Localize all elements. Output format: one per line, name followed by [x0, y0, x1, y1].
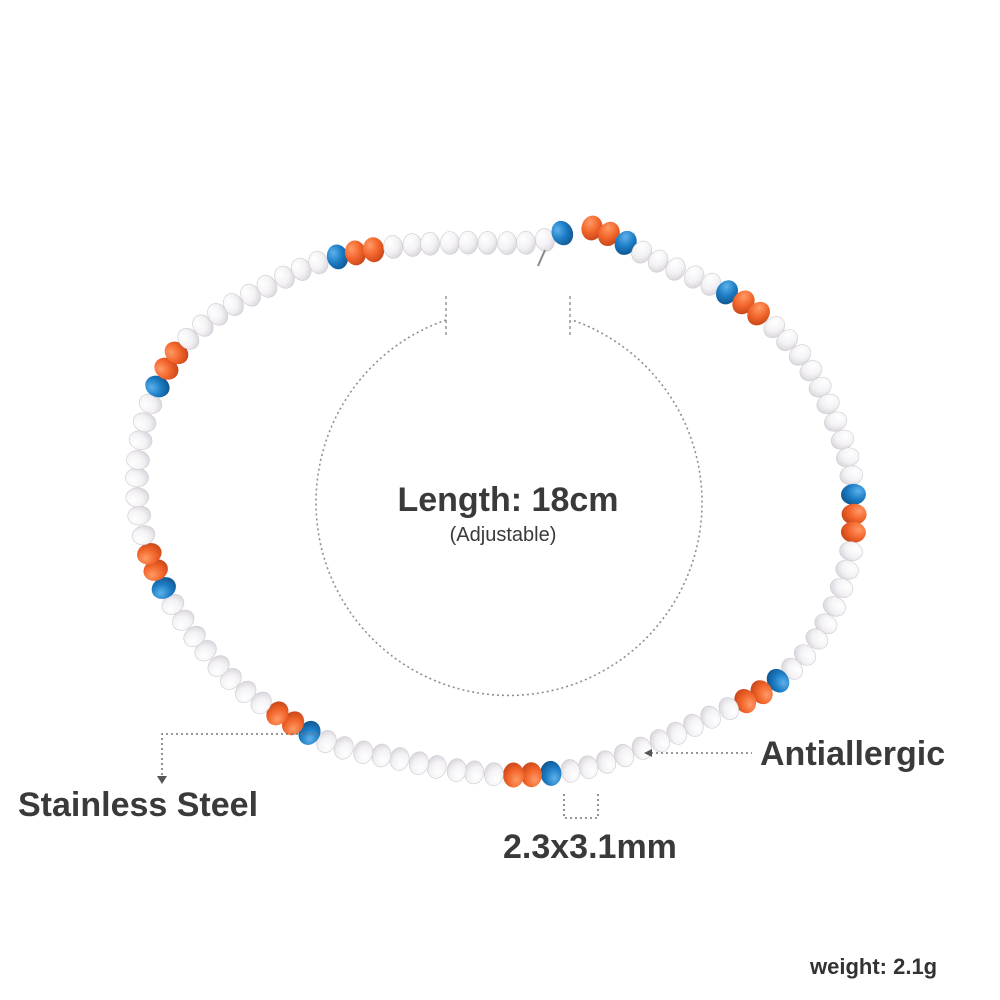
- feature-label: Antiallergic: [760, 735, 946, 773]
- bead-orange: [282, 711, 305, 736]
- bead-white: [371, 743, 392, 768]
- bead-orange: [363, 237, 385, 263]
- bead-white: [420, 232, 440, 256]
- bead-white: [402, 233, 423, 257]
- bead-white: [665, 257, 686, 281]
- bead-white: [132, 412, 157, 433]
- bead-blue: [841, 483, 866, 505]
- bead-orange: [840, 521, 866, 543]
- bead-white: [426, 755, 447, 779]
- bead-orange: [502, 762, 525, 788]
- material-label: Stainless Steel: [18, 786, 259, 824]
- bead-orange: [137, 542, 162, 565]
- bead-white: [718, 697, 739, 721]
- bead-white: [560, 759, 581, 783]
- bead-orange: [750, 680, 773, 705]
- bead-white: [131, 525, 156, 546]
- bead-orange: [841, 503, 867, 525]
- bead-orange: [747, 301, 770, 326]
- bead-size-label: 2.3x3.1mm: [503, 828, 677, 866]
- bead-white: [183, 625, 206, 647]
- bead-white: [824, 411, 848, 432]
- clasp-wire: [537, 249, 546, 267]
- bead-white: [207, 655, 230, 677]
- bead-white: [223, 293, 244, 316]
- bead-orange: [154, 357, 179, 380]
- bead-white: [126, 450, 150, 470]
- bead-blue: [540, 760, 562, 786]
- bead-blue: [326, 244, 349, 270]
- steel-pointer: [157, 733, 318, 784]
- bead-white: [829, 577, 854, 598]
- bead-white: [256, 274, 278, 298]
- bead-white: [516, 231, 536, 255]
- bead-orange: [266, 701, 289, 726]
- bead-white: [383, 235, 403, 259]
- bead-strand: [125, 215, 867, 788]
- bead-orange: [734, 688, 757, 714]
- bead-white: [649, 729, 671, 753]
- bead-white: [177, 327, 200, 350]
- bead-orange: [344, 240, 367, 266]
- bead-white: [805, 628, 829, 650]
- bead-white: [408, 751, 429, 775]
- bead-white: [446, 758, 467, 782]
- bead-orange: [520, 762, 542, 788]
- bead-white: [477, 231, 498, 255]
- bead-blue: [151, 577, 176, 599]
- bead-blue: [551, 220, 574, 246]
- bead-blue: [298, 720, 321, 745]
- bead-white: [440, 231, 460, 255]
- bead-white: [235, 680, 257, 703]
- bead-orange: [732, 290, 755, 315]
- bead-blue: [716, 280, 738, 305]
- length-label: Length: 18cm: [397, 481, 619, 519]
- bead-white: [464, 760, 484, 785]
- adjustable-label: (Adjustable): [449, 524, 557, 546]
- bead-white: [497, 231, 518, 255]
- bead-white: [125, 487, 150, 508]
- allergic-pointer: [644, 749, 752, 757]
- bead-blue: [145, 375, 170, 398]
- bead-white: [389, 747, 410, 771]
- bead-white: [128, 430, 153, 451]
- bead-size-bracket: [563, 794, 599, 819]
- bead-white: [776, 329, 799, 351]
- bead-blue: [766, 668, 790, 693]
- bead-white: [458, 230, 479, 255]
- weight-label: weight: 2.1g: [810, 954, 938, 979]
- bead-orange: [597, 221, 620, 247]
- length-guide: [315, 296, 703, 697]
- bead-orange: [581, 215, 603, 241]
- length-guide-arc: [315, 319, 703, 697]
- bead-blue: [614, 230, 637, 255]
- bead-orange: [143, 559, 168, 581]
- bead-white: [353, 740, 374, 765]
- bead-orange: [164, 341, 189, 365]
- bead-white: [483, 762, 504, 786]
- bead-white: [822, 596, 846, 617]
